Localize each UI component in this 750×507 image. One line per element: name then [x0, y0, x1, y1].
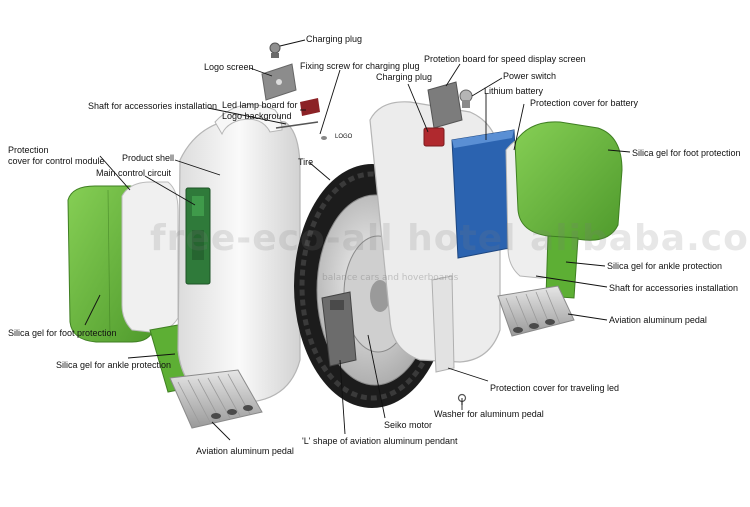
label-silica-gel-ankle-left: Silica gel for ankle protection: [56, 360, 172, 370]
led-cover-part: [431, 275, 455, 373]
charging-plug-top-part: [269, 42, 281, 58]
watermark-text: free-eco-all hotel alibaba.com: [150, 218, 750, 259]
label-silica-gel-ankle-right: Silica gel for ankle protection: [607, 261, 723, 271]
silica-gel-ankle-right-part: [545, 235, 579, 299]
label-logo-screen: Logo screen: [204, 62, 254, 72]
label-lithium-battery: Lithium battery: [484, 86, 544, 96]
label-product-shell: Product shell: [122, 153, 175, 163]
label-seiko-motor: Seiko motor: [384, 420, 433, 430]
label-main-control-circuit: Main control circuit: [96, 168, 172, 178]
label-silica-gel-foot-right: Silica gel for foot protection: [632, 148, 741, 158]
label-charging-plug-right: Charging plug: [376, 72, 433, 82]
watermark-tagline: balance cars and hoverboards: [322, 273, 459, 283]
label-fixing-screw: Fixing screw for charging plug: [300, 61, 420, 71]
label-charging-plug-top: Charging plug: [306, 34, 363, 44]
label-led-lamp-board: Led lamp board for Logo background: [222, 100, 298, 121]
label-shaft-accessories-left: Shaft for accessories installation: [88, 101, 218, 111]
label-tire: Tire: [298, 157, 314, 167]
l-shape-pendant-part: [321, 291, 357, 367]
label-protection-cover-led: Protection cover for traveling led: [490, 383, 620, 393]
protection-board-part: [427, 81, 463, 129]
label-washer: Washer for aluminum pedal: [434, 409, 544, 419]
label-aviation-pedal-right: Aviation aluminum pedal: [609, 315, 707, 325]
label-protection-board-speed: Protetion board for speed display screen: [424, 54, 586, 64]
label-silica-gel-foot-left: Silica gel for foot protection: [8, 328, 117, 338]
label-power-switch: Power switch: [503, 71, 557, 81]
label-shaft-accessories-right: Shaft for accessories installation: [609, 283, 739, 293]
charging-plug-right-part: [423, 127, 445, 147]
power-switch-part: [459, 89, 473, 108]
label-logo-tag: LOGO: [335, 134, 353, 140]
label-protection-cover-control: Protection cover for control module: [8, 145, 105, 166]
led-lamp-board-part: [300, 98, 320, 116]
label-protection-cover-battery: Protection cover for battery: [530, 98, 639, 108]
label-aviation-pedal-left: Aviation aluminum pedal: [196, 446, 294, 456]
silica-gel-foot-right-part: [514, 121, 623, 241]
label-l-shape-pendant: 'L' shape of aviation aluminum pendant: [302, 436, 458, 446]
